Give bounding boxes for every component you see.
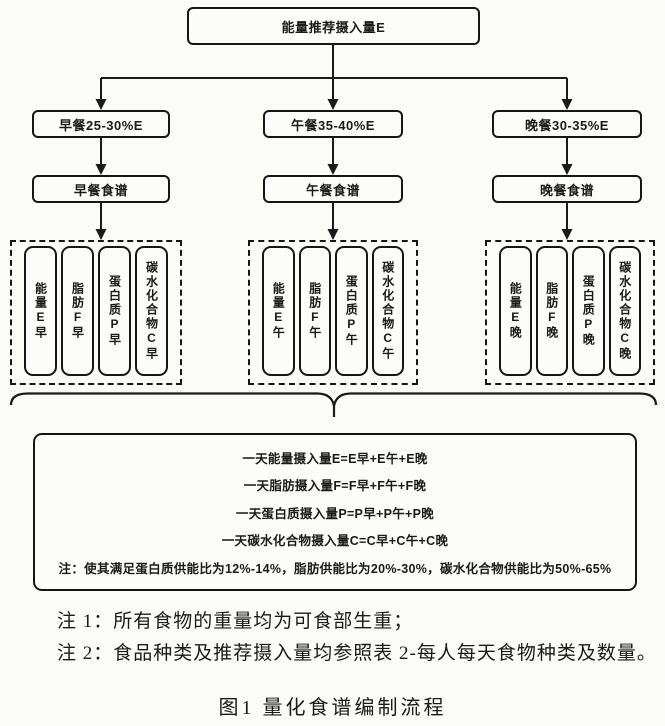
node-lunch-protein: 蛋白质P午: [335, 246, 368, 376]
node-lunch-recipe: 午餐食谱: [263, 175, 403, 203]
node-dinner-energy: 能量E晚: [499, 246, 532, 376]
node-lunch-ratio: 午餐35-40%E: [263, 110, 403, 138]
node-breakfast-energy: 能量E早: [24, 246, 57, 376]
summary-line-carbohydrate: 一天碳水化合物摄入量C=C早+C午+C晚: [221, 534, 449, 548]
node-breakfast-protein: 蛋白质P早: [98, 246, 131, 376]
footnote-1: 注 1：所有食物的重量均为可食部生重；: [57, 611, 414, 632]
node-breakfast-carbohydrate: 碳水化合物C早: [135, 246, 168, 376]
node-breakfast-recipe: 早餐食谱: [32, 175, 170, 203]
footnote-2: 注 2：食品种类及推荐摄入量均参照表 2-每人每天食物种类及数量。: [57, 643, 657, 664]
node-dinner-carbohydrate: 碳水化合物C晚: [608, 246, 641, 376]
node-lunch-energy: 能量E午: [262, 246, 295, 376]
group-dinner-components: 能量E晚 脂肪F晚 蛋白质P晚 碳水化合物C晚: [485, 240, 655, 385]
node-dinner-fat: 脂肪F晚: [535, 246, 568, 376]
summary-line-energy: 一天能量摄入量E=E早+E午+E晚: [242, 451, 428, 466]
group-breakfast-components: 能量E早 脂肪F早 蛋白质P早 碳水化合物C早: [10, 240, 182, 385]
summary-line-protein: 一天蛋白质摄入量P=P早+P午+P晚: [235, 506, 435, 521]
node-dinner-recipe: 晚餐食谱: [492, 175, 642, 203]
node-dinner-ratio: 晚餐30-35%E: [492, 110, 642, 138]
figure-caption: 图1 量化食谱编制流程: [218, 697, 447, 719]
node-breakfast-ratio: 早餐25-30%E: [32, 110, 170, 138]
node-dinner-protein: 蛋白质P晚: [572, 246, 605, 376]
summary-line-note: 注：使其满足蛋白质供能比为12%-14%，脂肪供能比为20%-30%，碳水化合物…: [58, 561, 612, 576]
summary-line-fat: 一天脂肪摄入量F=F早+F午+F晚: [243, 479, 427, 493]
brace: [9, 392, 658, 417]
node-lunch-carbohydrate: 碳水化合物C午: [371, 246, 404, 376]
node-lunch-fat: 脂肪F午: [298, 246, 331, 376]
node-total-energy: 能量推荐摄入量E: [187, 7, 480, 45]
footnotes: 注 1：所有食物的重量均为可食部生重； 注 2：食品种类及推荐摄入量均参照表 2…: [57, 606, 657, 670]
node-breakfast-fat: 脂肪F早: [61, 246, 94, 376]
summary-box: 一天能量摄入量E=E早+E午+E晚 一天脂肪摄入量F=F早+F午+F晚 一天蛋白…: [33, 433, 637, 591]
group-lunch-components: 能量E午 脂肪F午 蛋白质P午 碳水化合物C午: [248, 240, 418, 385]
